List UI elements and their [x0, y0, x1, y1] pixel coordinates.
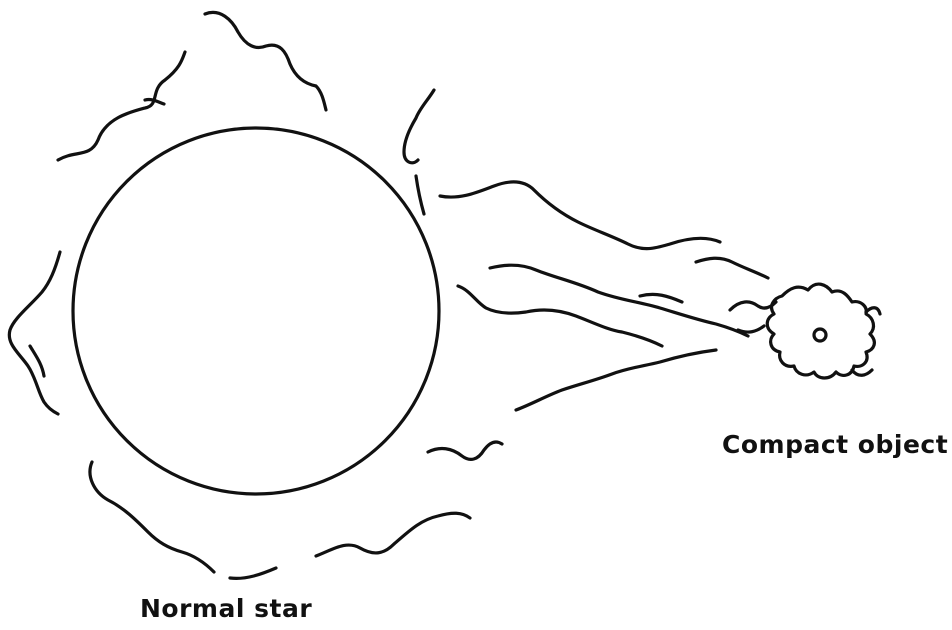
stream-lower-1: [516, 350, 716, 410]
stream-middle-1: [490, 265, 748, 336]
wisp-bottom-4: [428, 442, 502, 459]
normal-star-label: Normal star: [140, 594, 312, 623]
wisp-top-1: [58, 52, 185, 160]
compact-object-outline: [767, 284, 874, 378]
stream-upper-3: [440, 182, 720, 249]
compact-wisp-1: [730, 302, 776, 310]
wisp-bottom-1: [90, 462, 214, 572]
wisp-bottom-3: [316, 513, 470, 556]
stream-middle-3: [640, 294, 682, 302]
wisp-left-1: [9, 252, 60, 414]
wisp-top-3: [145, 99, 164, 104]
stream-upper-4: [696, 258, 768, 278]
stream-upper-2: [416, 176, 424, 214]
compact-object: [730, 284, 880, 378]
accretion-stream: [404, 90, 768, 410]
compact-object-core: [814, 329, 826, 341]
normal-star-circle: [73, 128, 439, 494]
stream-middle-2: [458, 286, 662, 346]
compact-wisp-4: [852, 370, 872, 375]
compact-wisp-2: [738, 326, 764, 332]
compact-wisp-3: [866, 308, 880, 314]
wisp-top-2: [205, 12, 326, 110]
compact-object-label: Compact object: [722, 430, 948, 459]
stream-upper-1: [404, 90, 434, 163]
wisp-bottom-2: [230, 568, 276, 578]
